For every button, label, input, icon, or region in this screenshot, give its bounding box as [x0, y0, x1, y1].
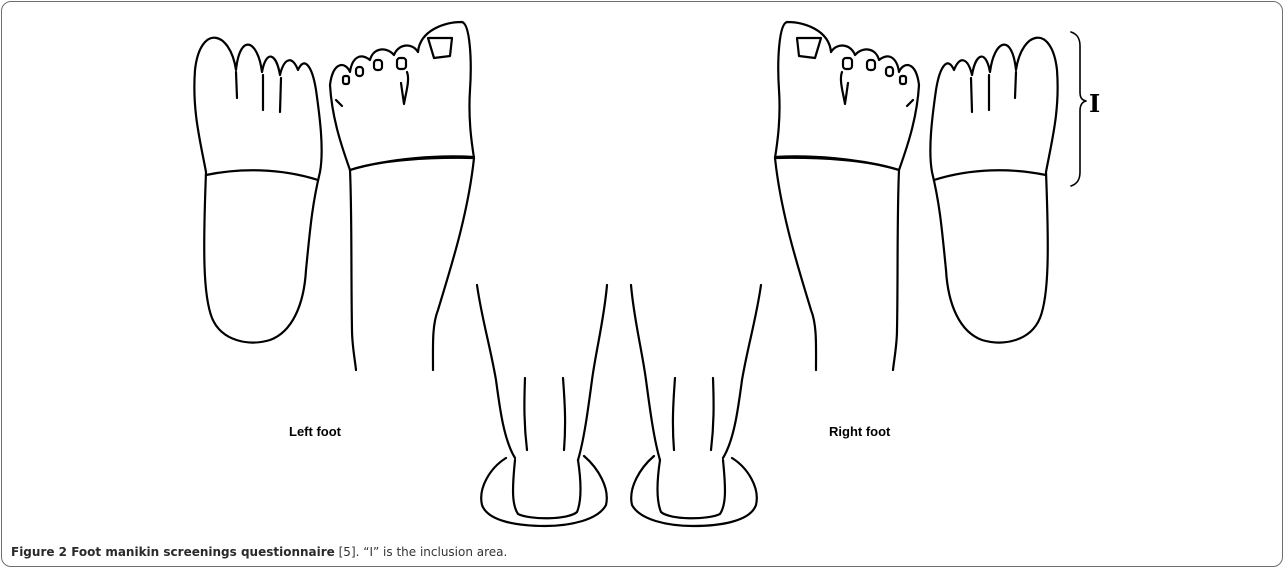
- right-sole: [930, 38, 1057, 343]
- left-heel-back-view: [477, 285, 607, 526]
- left-dorsal-foot: [330, 22, 474, 370]
- caption-rest: [5]. “I” is the inclusion area.: [335, 545, 508, 559]
- caption-lead: Figure 2 Foot manikin screenings questio…: [11, 545, 335, 559]
- right-dorsal-foot: [775, 22, 919, 370]
- inclusion-brace: [1071, 32, 1086, 186]
- figure-caption: Figure 2 Foot manikin screenings questio…: [11, 545, 507, 559]
- right-foot-label: Right foot: [829, 424, 890, 439]
- right-heel-back-view: [631, 285, 761, 526]
- left-foot-label: Left foot: [289, 424, 341, 439]
- inclusion-area-marker: I: [1089, 89, 1100, 118]
- left-sole: [194, 38, 321, 343]
